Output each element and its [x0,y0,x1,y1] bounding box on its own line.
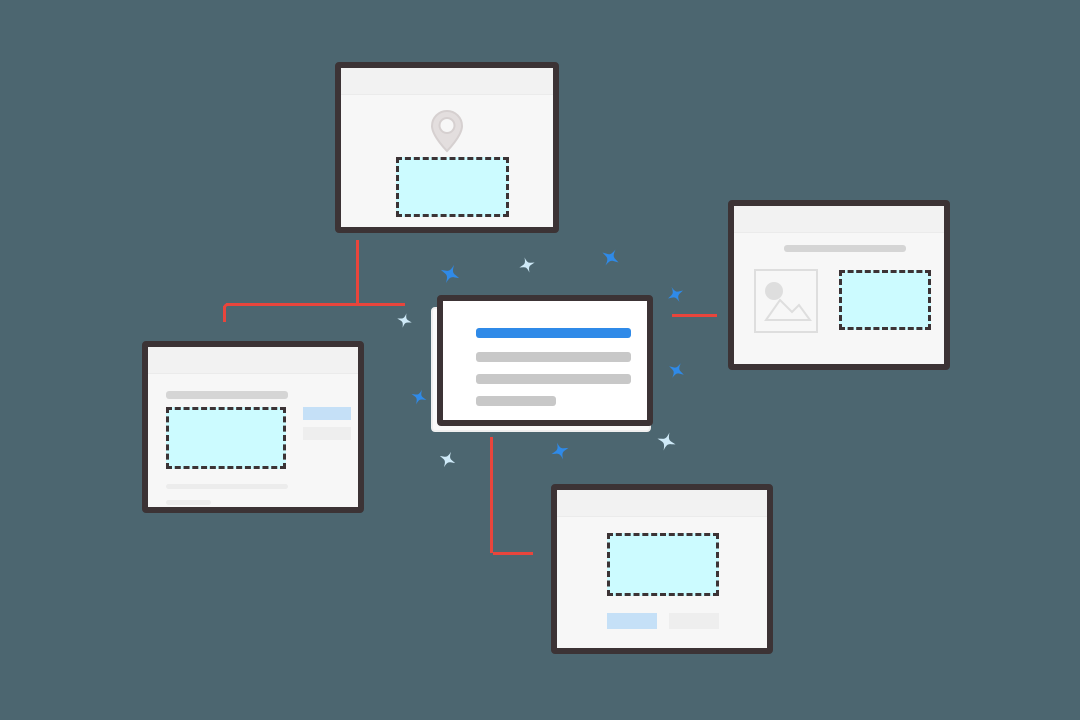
heading-bar [784,245,906,252]
article-title-bar [476,328,631,338]
text-line [166,484,288,489]
gallery-card[interactable] [142,341,364,513]
article-card[interactable] [437,295,653,426]
connector-segment [490,437,493,553]
form-button-secondary[interactable] [669,613,719,629]
article-text-bar [476,374,631,384]
card-titlebar [557,490,767,517]
connector-corner [223,303,232,312]
card-titlebar [148,347,358,374]
dropzone[interactable] [166,407,286,469]
dropzone[interactable] [839,270,931,330]
text-line [166,500,211,505]
dropzone[interactable] [607,533,719,596]
connector-segment [672,314,717,317]
sparkle-icon [519,257,535,273]
article-text-bar [476,396,556,406]
card-body [443,301,647,420]
connector-segment [356,240,359,305]
card-body [557,516,767,648]
connector-segment [226,303,405,306]
location-card[interactable] [335,62,559,233]
sparkle-icon [411,389,427,405]
sparkle-icon [551,442,569,460]
sparkle-icon [667,286,684,303]
card-titlebar [341,68,553,95]
card-body [734,232,944,364]
card-body [148,373,358,507]
card-titlebar [734,206,944,233]
sidebar-chip-gray[interactable] [303,427,351,440]
article-text-bar [476,352,631,362]
map-pin-icon [430,109,464,153]
heading-bar [166,391,288,399]
sparkle-icon [669,363,684,378]
sparkle-icon [439,451,456,468]
connector-segment [493,552,533,555]
card-body [341,94,553,227]
connector-segment [223,306,226,322]
form-button-primary[interactable] [607,613,657,629]
sparkle-icon [397,313,412,328]
dropzone[interactable] [396,157,509,217]
image-placeholder-icon [754,269,818,333]
sparkle-icon [602,249,619,266]
media-card[interactable] [728,200,950,370]
sparkle-icon [440,264,460,284]
form-card[interactable] [551,484,773,654]
sparkle-icon [657,432,676,451]
sidebar-chip-blue[interactable] [303,407,351,420]
